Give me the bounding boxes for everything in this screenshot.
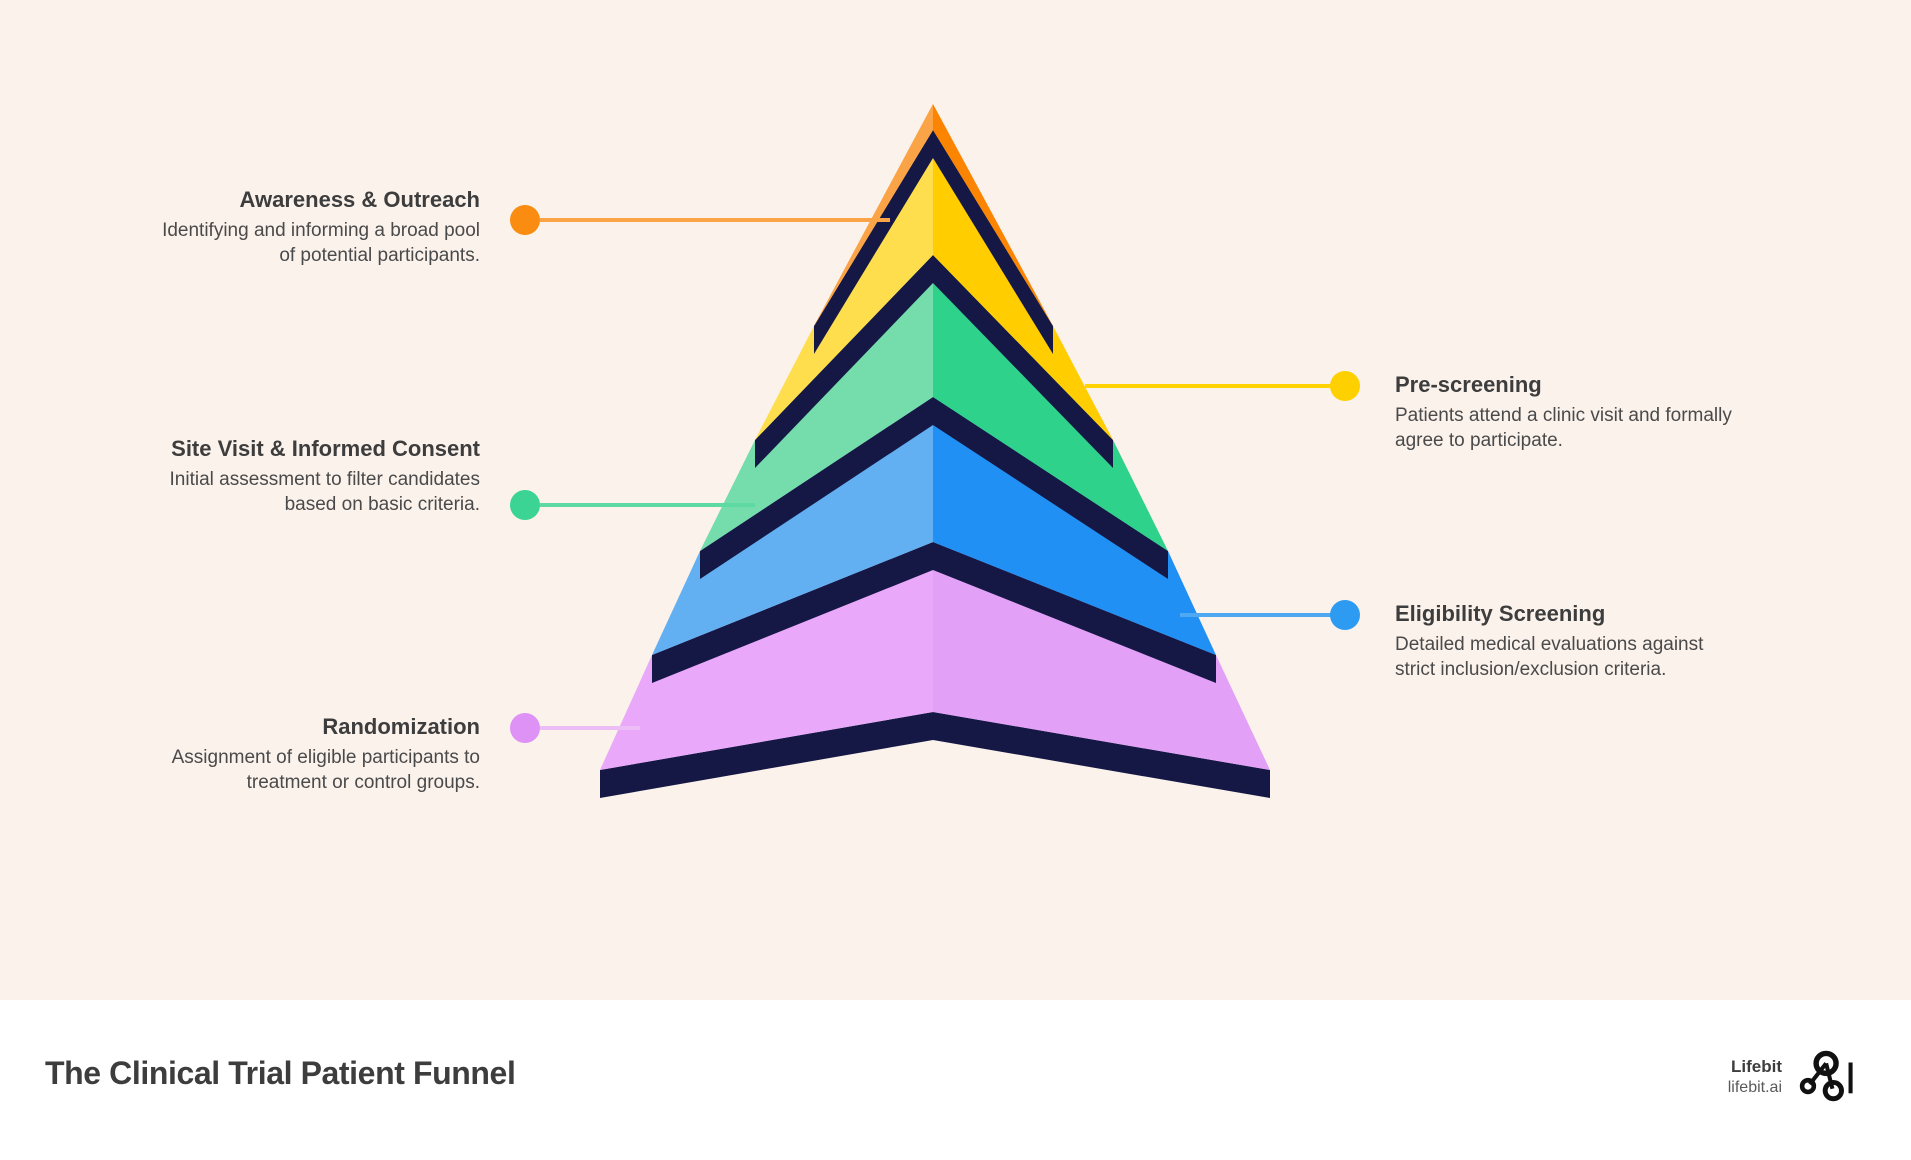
connector-dot-consent[interactable] xyxy=(510,490,540,520)
level1-face-right-full xyxy=(933,104,1053,326)
separator-3-4 xyxy=(700,397,1168,579)
pyramid-level-awareness[interactable] xyxy=(814,104,1053,326)
connector-eligibility xyxy=(1180,600,1360,632)
brand-name: Lifebit xyxy=(1731,1056,1782,1076)
connector-randomization xyxy=(510,713,640,745)
page-title: The Clinical Trial Patient Funnel xyxy=(45,1055,516,1091)
footer-bar: The Clinical Trial Patient Funnel Lifebi… xyxy=(0,1000,1911,1160)
connector-awareness xyxy=(510,205,890,237)
level5-shadow-right xyxy=(933,712,1270,798)
level1-face-left-full xyxy=(814,104,933,326)
label-consent: Site Visit & Informed Consent Initial as… xyxy=(150,435,481,517)
connector-line-randomization xyxy=(540,726,640,730)
connector-line-consent xyxy=(540,503,755,507)
label-prescreening: Pre-screening Patients attend a clinic v… xyxy=(1395,371,1735,453)
connector-dot-randomization[interactable] xyxy=(510,713,540,743)
label-randomization-title: Randomization xyxy=(322,714,480,739)
label-eligibility: Eligibility Screening Detailed medical e… xyxy=(1395,600,1730,682)
label-prescreening-title: Pre-screening xyxy=(1395,372,1542,397)
connector-line-eligibility xyxy=(1180,613,1335,617)
level5-shadow xyxy=(600,712,933,798)
brand-text: Lifebit lifebit.ai xyxy=(1728,1057,1782,1097)
label-awareness: Awareness & Outreach Identifying and inf… xyxy=(150,186,480,268)
label-randomization: Randomization Assignment of eligible par… xyxy=(150,713,480,795)
connector-line-prescreening xyxy=(1085,384,1335,388)
connector-consent xyxy=(510,490,755,522)
separator-2-3 xyxy=(755,255,1113,468)
pyramid-funnel-chart xyxy=(600,104,1270,798)
label-consent-desc: Initial assessment to filter candidates … xyxy=(169,469,481,516)
label-eligibility-desc: Detailed medical evaluations against str… xyxy=(1395,634,1704,681)
network-node-icon xyxy=(1799,1050,1853,1102)
connector-line-awareness xyxy=(540,218,890,222)
label-awareness-desc: Identifying and informing a broad pool o… xyxy=(162,220,480,267)
label-prescreening-desc: Patients attend a clinic visit and forma… xyxy=(1395,405,1732,452)
label-eligibility-title: Eligibility Screening xyxy=(1395,601,1606,626)
brand-block: Lifebit lifebit.ai xyxy=(1728,1048,1856,1106)
connector-prescreening xyxy=(1085,371,1360,403)
label-randomization-desc: Assignment of eligible participants to t… xyxy=(171,747,480,794)
connector-dot-eligibility[interactable] xyxy=(1330,600,1360,630)
connector-dot-prescreening[interactable] xyxy=(1330,371,1360,401)
separator-1-2 xyxy=(814,130,1053,354)
separator-4-5 xyxy=(652,542,1216,683)
label-consent-title: Site Visit & Informed Consent xyxy=(171,436,480,461)
brand-url[interactable]: lifebit.ai xyxy=(1727,1078,1782,1096)
connector-dot-awareness[interactable] xyxy=(510,205,540,235)
label-awareness-title: Awareness & Outreach xyxy=(239,187,480,212)
